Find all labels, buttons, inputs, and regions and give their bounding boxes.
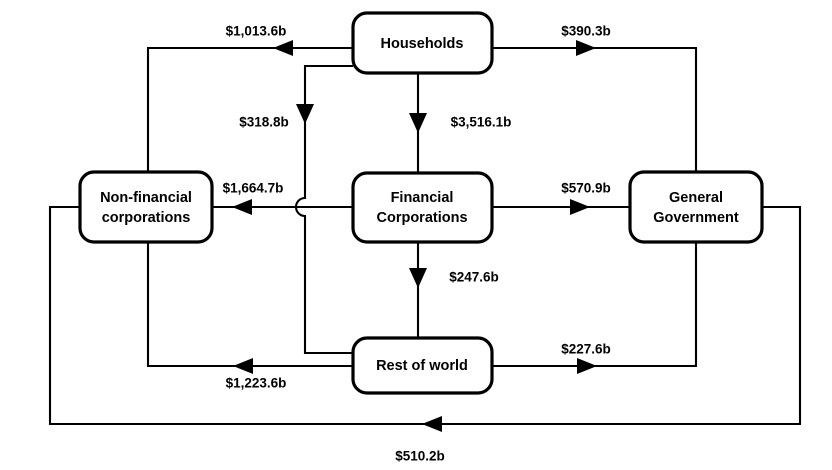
edge-label: $390.3b xyxy=(561,24,611,39)
node-label-line1: Non-financial xyxy=(100,190,192,206)
node-box[interactable] xyxy=(351,11,494,75)
arrow-head-icon xyxy=(409,268,427,288)
arrow-head-icon xyxy=(409,113,427,133)
node-households[interactable]: Households xyxy=(351,11,494,75)
node-box[interactable] xyxy=(628,170,764,244)
arrow-head-icon xyxy=(422,416,442,432)
node-label-line2: Government xyxy=(653,210,739,226)
node-label: Households xyxy=(381,36,464,52)
edge-label: $227.6b xyxy=(561,342,611,357)
node-label-line1: Financial xyxy=(391,190,454,206)
node-nonfinancial-corporations[interactable]: Non-financial corporations xyxy=(78,170,214,244)
arrow-head-icon xyxy=(296,104,314,124)
edge-label: $1,223.6b xyxy=(226,376,287,391)
arrow-head-icon xyxy=(233,358,253,374)
edge-path xyxy=(492,46,698,172)
edge-label: $1,013.6b xyxy=(226,24,287,39)
node-general-government[interactable]: General Government xyxy=(628,170,764,244)
edge-label: $1,664.7b xyxy=(223,181,284,196)
edge-label: $247.6b xyxy=(449,270,499,285)
edge-households-to-nonfinancial: $1,013.6b xyxy=(146,24,353,172)
node-label-line2: corporations xyxy=(102,210,191,226)
edge-path xyxy=(146,242,353,368)
edge-financialcorporations-to-restofworld: $247.6b xyxy=(409,242,499,338)
node-label: Rest of world xyxy=(376,358,468,374)
edge-label: $318.8b xyxy=(239,115,289,130)
arrow-head-icon xyxy=(273,40,293,56)
edge-label: $570.9b xyxy=(561,181,611,196)
arrow-head-icon xyxy=(577,358,597,374)
node-box[interactable] xyxy=(351,171,494,244)
edge-path xyxy=(492,242,698,368)
edge-label: $510.2b xyxy=(395,449,445,464)
edge-label: $3,516.1b xyxy=(451,115,512,130)
edge-restofworld-to-government: $227.6b xyxy=(492,242,698,374)
arrow-head-icon xyxy=(232,199,252,215)
node-rest-of-world[interactable]: Rest of world xyxy=(351,336,494,395)
edge-households-to-restofworld: $318.8b xyxy=(239,64,353,355)
arrow-head-icon xyxy=(570,199,590,215)
edge-government-to-nonfinancial: $510.2b xyxy=(48,205,802,464)
edge-restofworld-to-nonfinancial: $1,223.6b xyxy=(146,242,353,391)
edge-financialcorporations-to-nonfinancial: $1,664.7b xyxy=(212,181,353,215)
node-box[interactable] xyxy=(78,170,214,244)
edge-households-to-government: $390.3b xyxy=(492,24,698,172)
edge-financialcorporations-to-government: $570.9b xyxy=(492,181,630,215)
node-box[interactable] xyxy=(351,336,494,395)
node-label-line1: General xyxy=(669,190,723,206)
node-label-line2: Corporations xyxy=(376,210,467,226)
arrow-head-icon xyxy=(576,40,596,56)
node-financial-corporations[interactable]: Financial Corporations xyxy=(351,171,494,244)
edge-households-to-financialcorporations: $3,516.1b xyxy=(409,73,511,173)
